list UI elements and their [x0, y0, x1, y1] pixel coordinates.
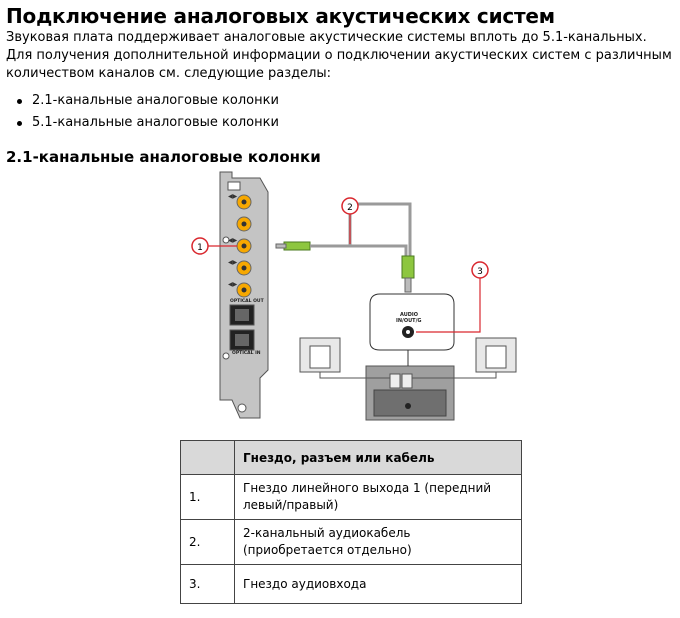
bullet-icon	[17, 121, 22, 126]
header-desc: Гнездо, разъем или кабель	[234, 440, 522, 475]
optical-out-label: OPTICAL OUT	[230, 298, 265, 304]
table-row: 1. Гнездо линейного выхода 1 (передний л…	[180, 474, 522, 520]
table-row: 3. Гнездо аудиовхода	[180, 564, 522, 604]
legend-table: Гнездо, разъем или кабель 1. Гнездо лине…	[180, 440, 522, 604]
row-number: 3.	[180, 564, 235, 604]
row-description: Гнездо аудиовхода	[234, 564, 522, 604]
list-item: 5.1-канальные аналоговые колонки	[14, 114, 279, 136]
audio-cable	[275, 202, 415, 293]
table-row: 2. 2-канальный аудиокабель (приобретаетс…	[180, 519, 522, 565]
section-heading: 2.1-канальные аналоговые колонки	[6, 148, 321, 166]
table-header-row: Гнездо, разъем или кабель	[180, 440, 522, 475]
intro-paragraph: Звуковая плата поддерживает аналоговые а…	[6, 30, 672, 81]
device-label-line1: AUDIO	[400, 312, 418, 318]
connection-diagram: ◀▶ ◀▶ ◀▶ ◀▶ OPTICAL OUT OPTICAL IN AUDIO…	[191, 171, 517, 421]
callout-2-label: 2	[347, 203, 353, 213]
svg-text:◀▶: ◀▶	[228, 259, 238, 266]
link-5-1-speakers[interactable]: 5.1-канальные аналоговые колонки	[32, 115, 279, 130]
page-title: Подключение аналоговых акустических сист…	[6, 4, 555, 28]
row-number: 1.	[180, 474, 235, 520]
list-item: 2.1-канальные аналоговые колонки	[14, 92, 279, 114]
section-links-list: 2.1-канальные аналоговые колонки 5.1-кан…	[14, 92, 279, 136]
left-speaker	[299, 337, 390, 379]
row-number: 2.	[180, 519, 235, 565]
svg-text:◀▶: ◀▶	[228, 237, 238, 244]
optical-in-label: OPTICAL IN	[232, 350, 261, 356]
optical-ports: OPTICAL OUT OPTICAL IN	[229, 298, 265, 356]
right-speaker	[412, 337, 517, 379]
callout-2: 2	[341, 197, 359, 244]
link-2-1-speakers[interactable]: 2.1-канальные аналоговые колонки	[32, 93, 279, 108]
callout-3-label: 3	[477, 267, 483, 277]
svg-text:◀▶: ◀▶	[228, 193, 238, 200]
svg-text:◀▶: ◀▶	[228, 281, 238, 288]
row-description: Гнездо линейного выхода 1 (передний левы…	[234, 474, 522, 520]
callout-1: 1	[191, 237, 237, 255]
speaker-device: AUDIO IN/OUT/G	[365, 293, 455, 421]
row-description: 2-канальный аудиокабель (приобретается о…	[234, 519, 522, 565]
callout-1-label: 1	[197, 243, 203, 253]
callout-3: 3	[416, 261, 489, 333]
device-label-line2: IN/OUT/G	[396, 318, 422, 324]
bullet-icon	[17, 99, 22, 104]
header-num	[180, 440, 235, 475]
